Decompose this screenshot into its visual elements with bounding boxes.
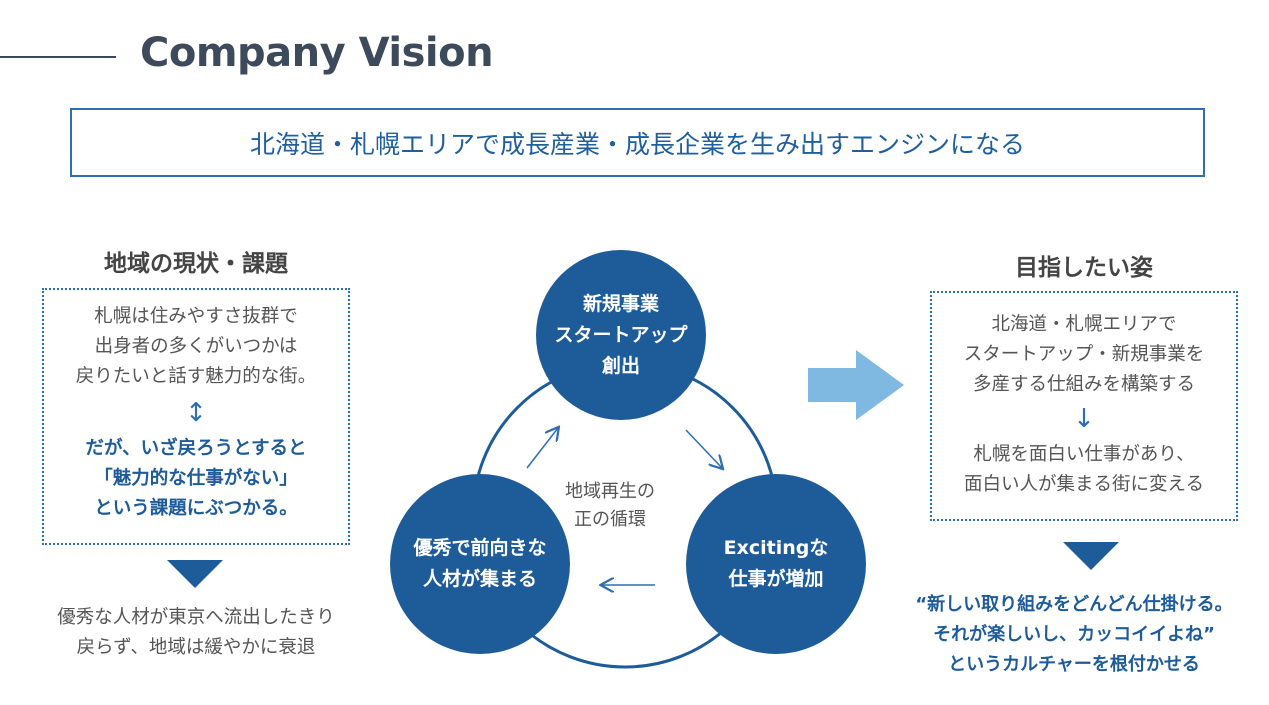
issue-emphasis-3: という課題にぶつかる。	[94, 498, 298, 519]
big-right-arrow-icon	[808, 350, 904, 420]
issue-line-2: 出身者の多くがいつかは	[94, 336, 298, 357]
talent-line-1: 優秀で前向きな	[413, 537, 547, 559]
cycle-center-label: 地域再生の 正の循環	[540, 478, 680, 534]
down-arrow-icon: ↓	[1073, 404, 1095, 434]
goal-line-2: スタートアップ・新規事業を	[963, 344, 1205, 365]
exciting-work-line-1: Excitingな	[723, 537, 829, 559]
goal-line-4: 札幌を面白い仕事があり、	[973, 444, 1195, 465]
issue-line-3: 戻りたいと話す魅力的な街。	[75, 366, 317, 387]
issue-line-1: 札幌は住みやすさ抜群で	[94, 306, 298, 327]
exciting-work-line-2: 仕事が増加	[728, 568, 824, 590]
arrow-left-to-top	[526, 428, 558, 469]
mission-statement-box: 北海道・札幌エリアで成長産業・成長企業を生み出すエンジンになる	[70, 108, 1205, 177]
down-triangle-icon	[1063, 542, 1119, 570]
current-issues-heading: 地域の現状・課題	[104, 251, 288, 277]
arrow-top-to-right	[685, 429, 722, 468]
goal-box: 北海道・札幌エリアで スタートアップ・新規事業を 多産する仕組みを構築する ↓ …	[930, 291, 1238, 521]
goal-line-3: 多産する仕組みを構築する	[972, 374, 1195, 395]
issue-result-line-2: 戻らず、地域は緩やかに衰退	[76, 637, 316, 658]
new-business-line-2: スタートアップ	[554, 323, 688, 346]
goal-heading: 目指したい姿	[1015, 255, 1153, 281]
culture-quote: “新しい取り組みをどんどん仕掛ける。 それが楽しいし、カッコイイよね” というカ…	[898, 590, 1250, 680]
issue-result-line-1: 優秀な人材が東京へ流出したきり	[57, 607, 335, 628]
talent-line-2: 人材が集まる	[422, 568, 537, 590]
mission-statement: 北海道・札幌エリアで成長産業・成長企業を生み出すエンジンになる	[249, 129, 1025, 159]
up-down-arrow-icon: ↕	[185, 398, 207, 428]
cycle-node-exciting-work: Excitingな 仕事が増加	[686, 474, 866, 654]
current-issues-box: 札幌は住みやすさ抜群で 出身者の多くがいつかは 戻りたいと話す魅力的な街。 ↕ …	[42, 288, 350, 545]
cycle-center-line-2: 正の循環	[574, 509, 646, 530]
down-triangle-icon	[167, 560, 223, 588]
cycle-center-line-1: 地域再生の	[565, 481, 655, 502]
goal-line-1: 北海道・札幌エリアで	[991, 314, 1177, 335]
cycle-node-talent: 優秀で前向きな 人材が集まる	[390, 474, 570, 654]
culture-quote-line-1: “新しい取り組みをどんどん仕掛ける。	[915, 594, 1233, 615]
goal-line-5: 面白い人が集まる街に変える	[964, 474, 1204, 495]
issue-result: 優秀な人材が東京へ流出したきり 戻らず、地域は緩やかに衰退	[20, 603, 372, 663]
issue-emphasis-1: だが、いざ戻ろうとすると	[85, 438, 307, 459]
issue-emphasis-2: 「魅力的な仕事がない」	[94, 468, 298, 489]
culture-quote-line-2: それが楽しいし、カッコイイよね”	[933, 624, 1215, 645]
new-business-line-3: 創出	[601, 354, 640, 377]
culture-quote-line-3: というカルチャーを根付かせる	[948, 654, 1200, 675]
cycle-node-new-business: 新規事業 スタートアップ 創出	[536, 250, 706, 420]
new-business-line-1: 新規事業	[582, 292, 659, 315]
title-rule	[0, 56, 116, 58]
page-title: Company Vision	[140, 30, 494, 76]
